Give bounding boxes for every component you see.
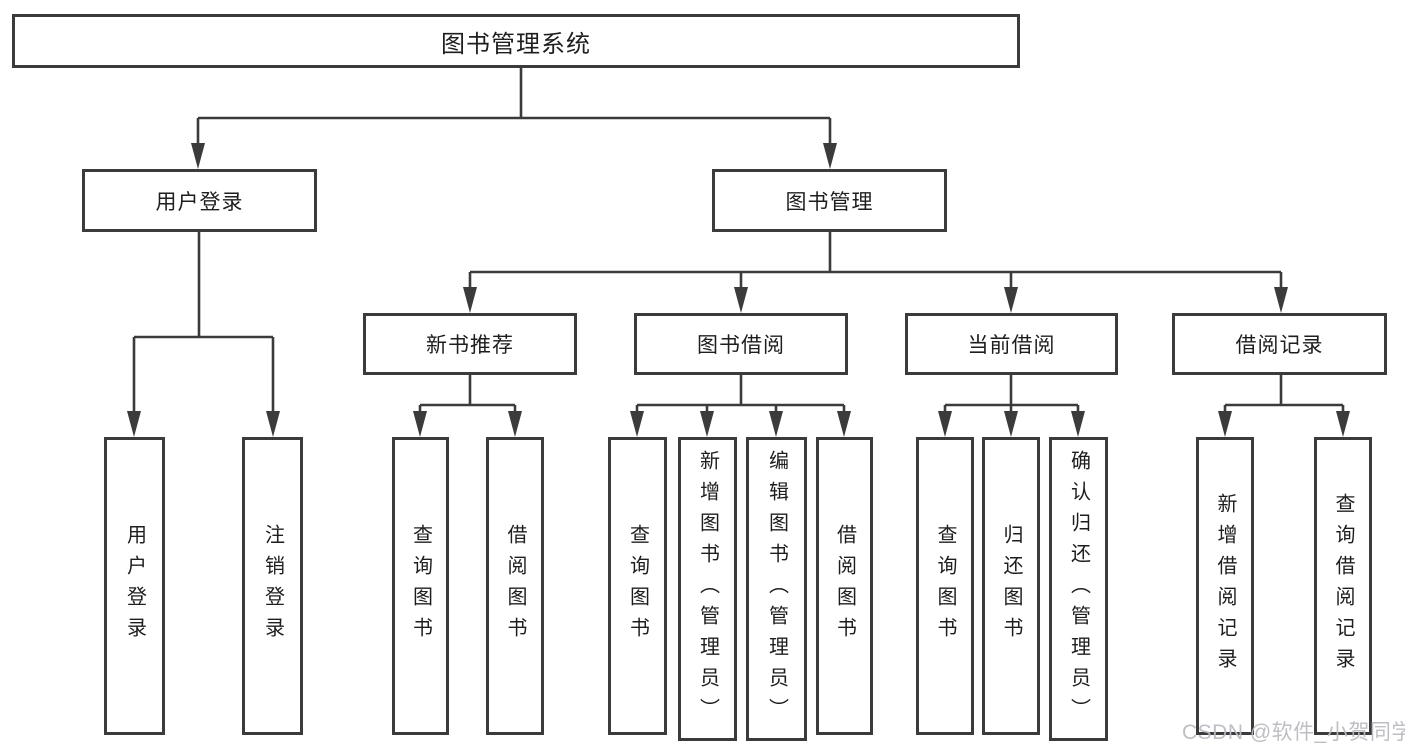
leaf-confirm-return-admin: 确认归还（管理员） [1049, 437, 1108, 741]
leaf-borrow-books: 借阅图书 [816, 437, 873, 735]
leaf-edit-books-admin: 编辑图书（管理员） [746, 437, 807, 741]
node-book-borrow: 图书借阅 [634, 313, 848, 375]
node-root-system: 图书管理系统 [12, 14, 1020, 68]
node-book-management: 图书管理 [712, 169, 947, 232]
leaf-logout: 注销登录 [242, 437, 303, 735]
leaf-query-books-current: 查询图书 [916, 437, 974, 735]
leaf-query-books-recommend: 查询图书 [392, 437, 449, 735]
node-current-borrow: 当前借阅 [905, 313, 1118, 375]
leaf-label: 新增借阅记录 [1214, 493, 1236, 679]
node-new-book-recommend: 新书推荐 [363, 313, 577, 375]
leaf-label: 用户登录 [123, 524, 146, 648]
leaf-label: 编辑图书（管理员） [765, 449, 788, 729]
leaf-borrow-books-recommend: 借阅图书 [486, 437, 544, 735]
leaf-label: 确认归还（管理员） [1067, 449, 1090, 729]
leaf-label: 新增图书（管理员） [696, 449, 719, 729]
leaf-label: 查询图书 [934, 524, 956, 648]
leaf-label: 查询图书 [409, 524, 432, 648]
leaf-user-login: 用户登录 [104, 437, 165, 735]
node-borrow-records: 借阅记录 [1172, 313, 1387, 375]
csdn-watermark: CSDN @软件_小贺同学 [1182, 721, 1405, 744]
leaf-label: 查询图书 [626, 524, 649, 648]
leaf-label: 查询借阅记录 [1332, 493, 1354, 679]
leaf-label: 借阅图书 [833, 524, 856, 648]
leaf-query-borrow-record: 查询借阅记录 [1314, 437, 1372, 735]
node-user-login: 用户登录 [82, 169, 317, 232]
leaf-add-borrow-record: 新增借阅记录 [1196, 437, 1254, 735]
leaf-label: 注销登录 [261, 524, 284, 648]
leaf-add-books-admin: 新增图书（管理员） [678, 437, 737, 741]
leaf-return-books: 归还图书 [982, 437, 1040, 735]
leaf-label: 归还图书 [1000, 524, 1022, 648]
arrowheads [127, 143, 1350, 437]
leaf-query-books-borrow: 查询图书 [608, 437, 667, 735]
leaf-label: 借阅图书 [504, 524, 526, 648]
